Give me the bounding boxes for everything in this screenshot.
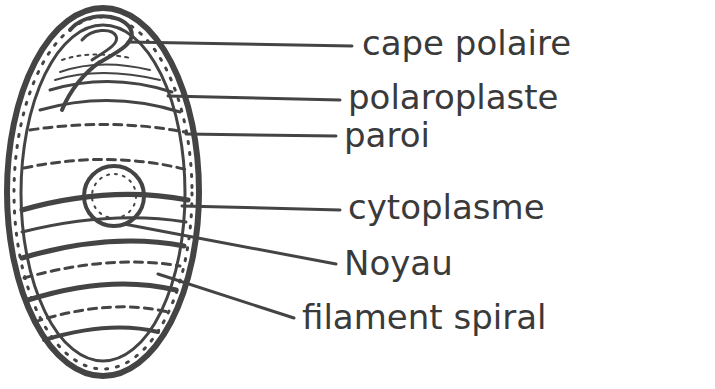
part-label: cytoplasme (348, 189, 545, 226)
part-label: Noyau (344, 245, 453, 282)
part-label: filament spiral (302, 299, 546, 336)
part-label: cape polaire (362, 25, 571, 62)
part-label: paroi (344, 117, 430, 154)
part-label: polaroplaste (348, 79, 559, 116)
